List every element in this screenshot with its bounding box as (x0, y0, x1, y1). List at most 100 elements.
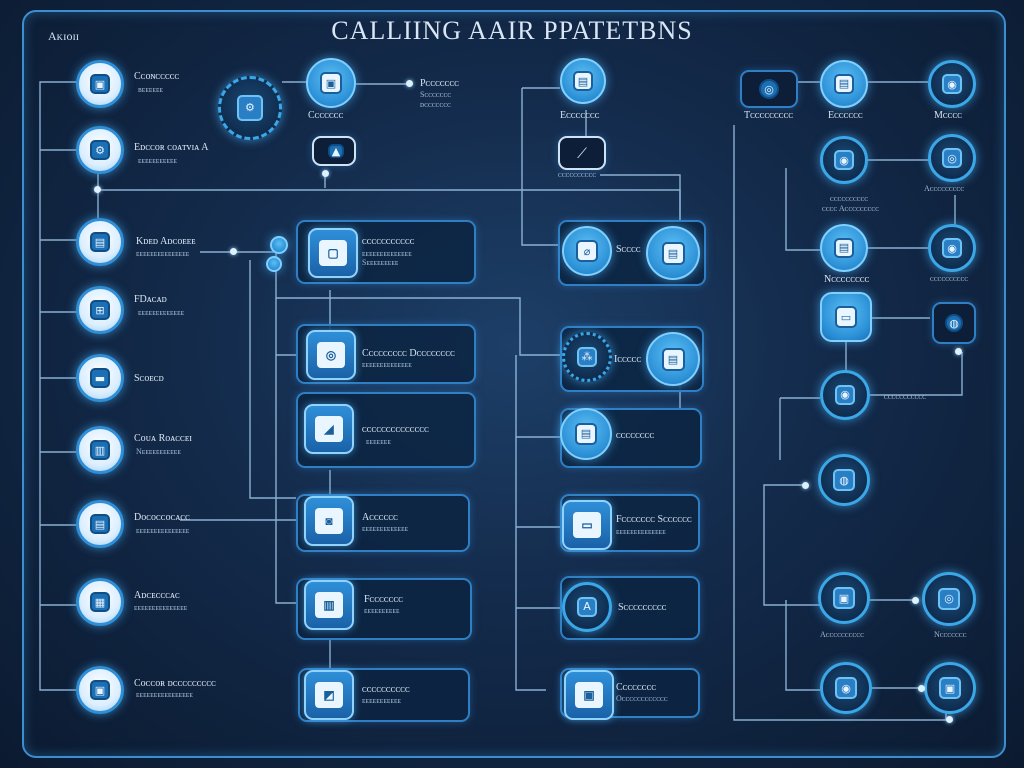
left-sub-3: ᴇᴇᴇᴇᴇᴇᴇᴇᴇᴇᴇᴇᴇᴇᴇ (136, 249, 190, 258)
left-node-1[interactable]: ▣ (76, 60, 124, 108)
center-box-1-label: Sᴄᴄᴄᴄ (616, 244, 641, 255)
junction-dot (918, 685, 925, 692)
gear-icon: ◎ (317, 342, 345, 368)
left-node-2[interactable]: ⚙ (76, 126, 124, 174)
middle-box-3-label: ᴄᴄᴄᴄᴄᴄᴄᴄᴄᴄᴄᴄᴄᴄ (362, 424, 429, 435)
right-r2-sub: ᴄᴄᴄᴄ Aᴄᴄᴄᴄᴄᴄᴄᴄᴄ (822, 204, 880, 213)
top-small-box[interactable]: ▲ (312, 136, 356, 166)
left-label-5: Sᴄᴏᴇᴄᴅ (134, 373, 164, 384)
top-chart-box[interactable]: ⟋ (558, 136, 606, 170)
right-r3-left: Nᴄᴄᴄᴄᴄᴄᴄᴄ (824, 274, 870, 285)
center-box-2-node-b: ▤ (646, 332, 700, 386)
network-icon: ◉ (834, 384, 856, 406)
profile-icon: ▣ (90, 680, 110, 700)
document-icon: ▢ (319, 240, 347, 266)
gear-icon: ◎ (759, 79, 779, 99)
document-icon: ▤ (833, 237, 855, 259)
chain-node-1 (270, 236, 288, 254)
left-node-6[interactable]: ▥ (76, 426, 124, 474)
document-icon: ▣ (939, 677, 961, 699)
chart-icon: ▭ (573, 512, 601, 538)
middle-box-3-icon: ◢ (304, 404, 354, 454)
middle-box-5-icon: ▥ (304, 580, 354, 630)
left-sub-1: ʙᴇᴇᴇᴇᴇᴇ (138, 85, 164, 94)
profile-icon: ◉ (834, 150, 854, 170)
right-node-r8a[interactable]: ◉ (820, 662, 872, 714)
right-node-r3b[interactable]: ◉ (928, 224, 976, 272)
right-node-r7a[interactable]: ▣ (818, 572, 870, 624)
top-text-sub2: ᴅᴄᴄᴄᴄᴄᴄᴄ (420, 100, 451, 109)
document-icon: ▥ (315, 592, 343, 618)
profile-icon: ▣ (320, 72, 342, 94)
right-mid-caption: ᴄᴄᴄᴄᴄᴄᴄᴄᴄᴄᴄ (884, 392, 927, 401)
top-right-node-2[interactable]: ▤ (820, 60, 868, 108)
right-node-r2a[interactable]: ◉ (820, 136, 868, 184)
right-node-r7b[interactable]: ◎ (922, 572, 976, 626)
document-icon: ▤ (661, 241, 685, 265)
top-node-a[interactable]: ▣ (306, 58, 356, 108)
gear-icon: ⌀ (576, 240, 598, 262)
left-label-7: Dᴏᴄᴏᴄᴄᴏᴄᴀᴄᴄ (134, 512, 190, 523)
document-icon: ▤ (661, 347, 685, 371)
center-box-1-node-b: ▤ (646, 226, 700, 280)
right-node-r4a[interactable]: ▭ (820, 292, 872, 342)
chart-icon: ▦ (90, 592, 110, 612)
top-text-label: Pᴄᴄᴄᴄᴄᴄᴄ (420, 78, 460, 89)
right-node-r4b[interactable]: ◍ (932, 302, 976, 344)
left-label-8: Aᴅᴄᴇᴄᴄᴄᴀᴄ (134, 590, 180, 601)
left-label-9: Cᴏᴄᴄᴏʀ ᴅᴄᴄᴄᴄᴄᴄᴄᴄᴄ (134, 678, 216, 689)
junction-dot (912, 597, 919, 604)
right-node-r8b[interactable]: ▣ (924, 662, 976, 714)
top-right-node-3[interactable]: ◉ (928, 60, 976, 108)
document-icon: ▤ (90, 232, 110, 252)
center-box-4-icon: ▭ (562, 500, 612, 550)
top-right-caption-3: Mᴄᴄᴄᴄ (934, 110, 963, 121)
left-node-7[interactable]: ▤ (76, 500, 124, 548)
chain-node-2 (266, 256, 282, 272)
top-caption-c: ᴄᴄᴄᴄᴄᴄᴄᴄᴄᴄ (558, 170, 597, 179)
document-icon: ▤ (574, 422, 598, 446)
top-right-caption-1: Tᴄᴄᴄᴄᴄᴄᴄᴄᴄ (744, 110, 794, 121)
junction-dot (406, 80, 413, 87)
gear-hub-node[interactable]: ⚙ (218, 76, 282, 140)
right-r2-caption: ᴄᴄᴄᴄᴄᴄᴄᴄᴄᴄ (830, 194, 869, 203)
profile-icon: ◉ (942, 74, 962, 94)
corner-label: Aᴋɪᴏɪɪ (48, 29, 80, 43)
middle-box-1-sub2: Sᴇᴇᴇᴇᴇᴇᴇᴇᴇ (362, 258, 399, 267)
top-right-box[interactable]: ◎ (740, 70, 798, 108)
left-sub-2: ᴇᴇᴇᴇᴇᴇᴇᴇᴇᴇᴇ (138, 156, 178, 165)
top-node-b[interactable]: ▤ (560, 58, 606, 104)
network-icon: ◉ (835, 677, 857, 699)
right-bottom-right: Nᴄᴄᴄᴄᴄᴄᴄ (934, 630, 967, 639)
right-node-r5[interactable]: ◉ (820, 370, 870, 420)
right-node-r3a[interactable]: ▤ (820, 224, 868, 272)
profile-icon: ◉ (942, 238, 962, 258)
center-box-4-label: Fᴄᴄᴄᴄᴄᴄᴄ Sᴄᴄᴄᴄᴄᴄ (616, 514, 692, 525)
center-box-6-label: Cᴄᴄᴄᴄᴄᴄᴄ (616, 682, 657, 693)
middle-box-2-label: Cᴄᴄᴄᴄᴄᴄᴄᴄ Dᴄᴄᴄᴄᴄᴄᴄᴄ (362, 348, 455, 359)
left-sub-9: ᴇᴇᴇᴇᴇᴇᴇᴇᴇᴇᴇᴇᴇᴇᴇᴇ (136, 690, 193, 699)
gear-icon: ◍ (945, 314, 963, 332)
left-label-4: FDᴀᴄᴀᴅ (134, 294, 167, 305)
center-box-3-label: ᴄᴄᴄᴄᴄᴄᴄᴄ (616, 430, 655, 441)
right-node-r2b[interactable]: ◎ (928, 134, 976, 182)
chart-icon: ⟋ (577, 145, 587, 161)
center-box-5-label: Sᴄᴄᴄᴄᴄᴄᴄᴄᴄ (618, 602, 667, 613)
middle-box-5-sub1: ᴇᴇᴇᴇᴇᴇᴇᴇᴇᴇ (364, 606, 400, 615)
middle-box-3-sub1: ᴇᴇᴇᴇᴇᴇᴇ (366, 437, 391, 446)
profile-icon: ▣ (90, 74, 110, 94)
gear-icon: ◎ (937, 587, 961, 611)
junction-dot (322, 170, 329, 177)
middle-box-4-sub1: ᴇᴇᴇᴇᴇᴇᴇᴇᴇᴇᴇᴇᴇ (362, 524, 409, 533)
left-node-5[interactable]: ▬ (76, 354, 124, 402)
middle-box-4-label: Aᴄᴄᴄᴄᴄᴄ (362, 512, 398, 523)
right-node-r6[interactable]: ◍ (818, 454, 870, 506)
left-node-4[interactable]: ⊞ (76, 286, 124, 334)
left-label-6: Cᴏᴜᴀ Rᴏᴀᴄᴄᴇɪ (134, 433, 193, 444)
left-node-8[interactable]: ▦ (76, 578, 124, 626)
left-node-9[interactable]: ▣ (76, 666, 124, 714)
left-sub-7: ᴇᴇᴇᴇᴇᴇᴇᴇᴇᴇᴇᴇᴇᴇᴇ (136, 526, 190, 535)
top-text-sub1: Sᴄᴄᴄᴄᴄᴄᴄ (420, 90, 452, 99)
left-node-3[interactable]: ▤ (76, 218, 124, 266)
junction-dot (955, 348, 962, 355)
